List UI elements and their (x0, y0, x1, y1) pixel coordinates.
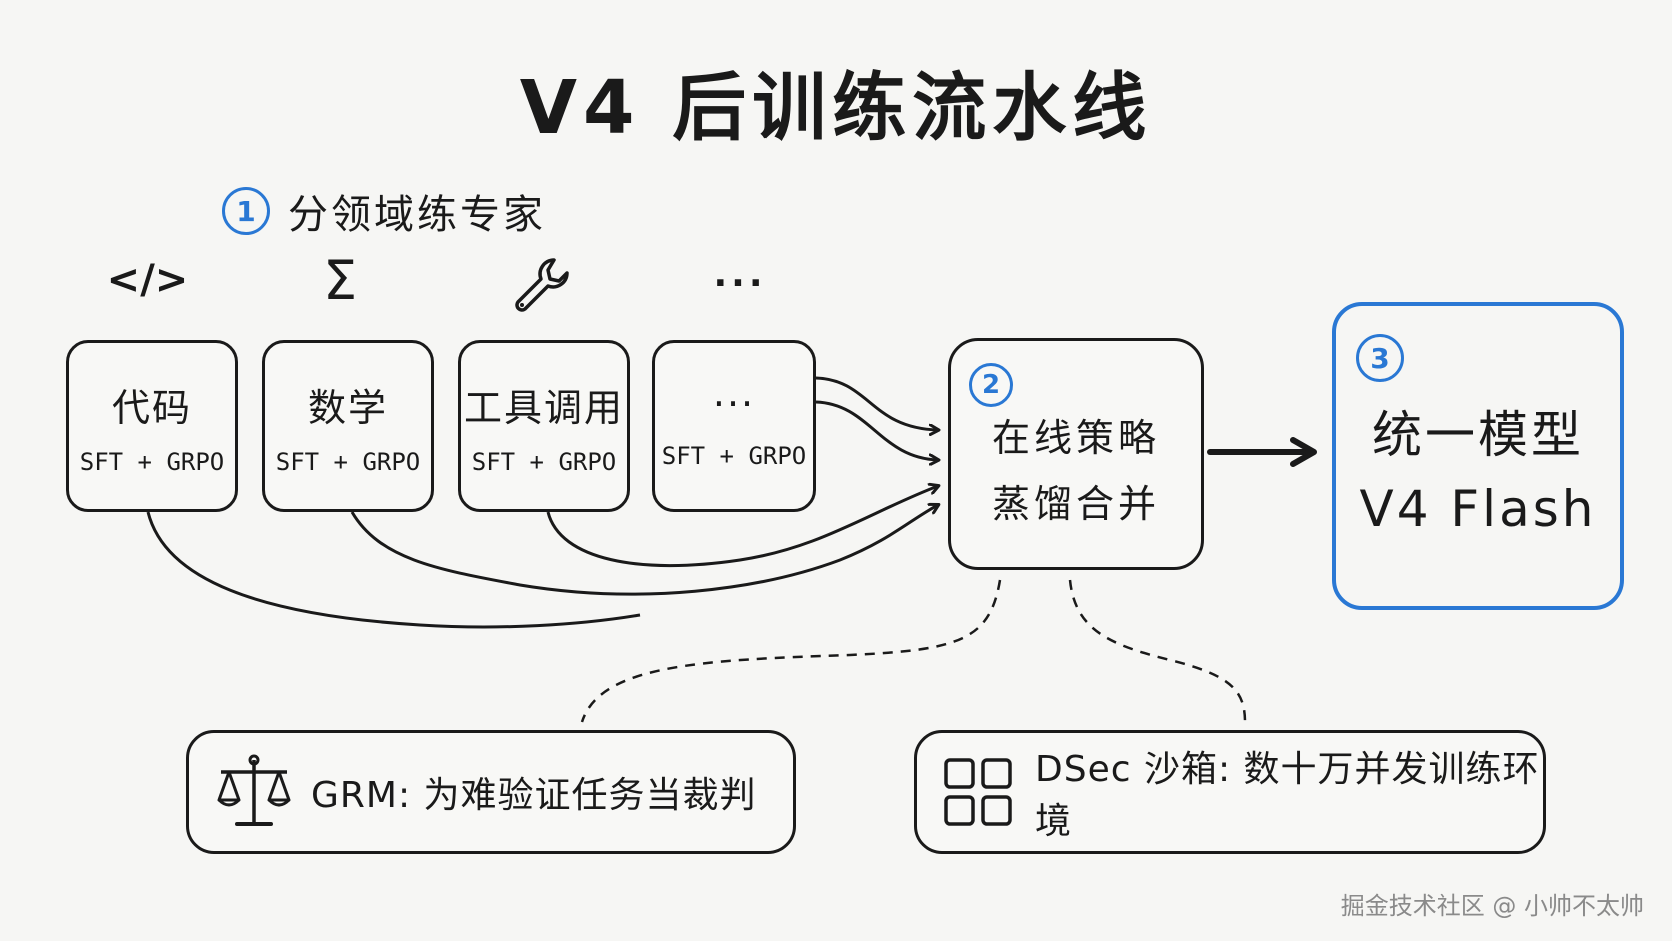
grm-text: GRM: 为难验证任务当裁判 (311, 775, 757, 816)
ellipsis-icon: ··· (713, 262, 767, 304)
final-line-2: V4 Flash (1359, 480, 1597, 538)
dsec-card: DSec 沙箱: 数十万并发训练环境 (914, 730, 1546, 854)
expert-name: 代码 (111, 385, 192, 430)
expert-method: SFT + GRPO (79, 447, 225, 476)
watermark: 掘金技术社区 @ 小帅不太帅 (1340, 892, 1644, 920)
merge-line-2: 蒸馏合并 (991, 482, 1160, 526)
grid-icon (943, 757, 1013, 827)
step-1-number: 1 (222, 187, 270, 235)
step-1-label: 分领域练专家 (288, 192, 546, 238)
expert-method: SFT + GRPO (471, 447, 617, 476)
page-title: V4 后训练流水线 (519, 65, 1153, 151)
expert-name: ··· (712, 382, 756, 426)
final-line-1: 统一模型 (1371, 406, 1584, 464)
expert-method: SFT + GRPO (661, 442, 807, 470)
step-3-number: 3 (1356, 334, 1404, 382)
expert-name: 工具调用 (463, 385, 624, 430)
final-model-card: 3 统一模型 V4 Flash (1332, 302, 1624, 610)
merge-card: 2 在线策略 蒸馏合并 (948, 338, 1204, 570)
merge-line-1: 在线策略 (991, 416, 1160, 460)
wrench-icon (508, 252, 574, 318)
expert-card-code: 代码 SFT + GRPO (66, 340, 238, 512)
step-2-number: 2 (969, 363, 1013, 407)
expert-card-math: 数学 SFT + GRPO (262, 340, 434, 512)
expert-name: 数学 (307, 385, 388, 430)
dsec-text: DSec 沙箱: 数十万并发训练环境 (1035, 749, 1540, 842)
code-icon: </> (106, 257, 189, 303)
step-1-heading: 1 分领域练专家 (222, 182, 546, 240)
scales-icon (215, 752, 293, 832)
sigma-icon: Σ (322, 248, 358, 312)
expert-card-tool-use: 工具调用 SFT + GRPO (458, 340, 630, 512)
grm-card: GRM: 为难验证任务当裁判 (186, 730, 796, 854)
expert-method: SFT + GRPO (275, 447, 421, 476)
expert-card-more: ··· SFT + GRPO (652, 340, 816, 512)
